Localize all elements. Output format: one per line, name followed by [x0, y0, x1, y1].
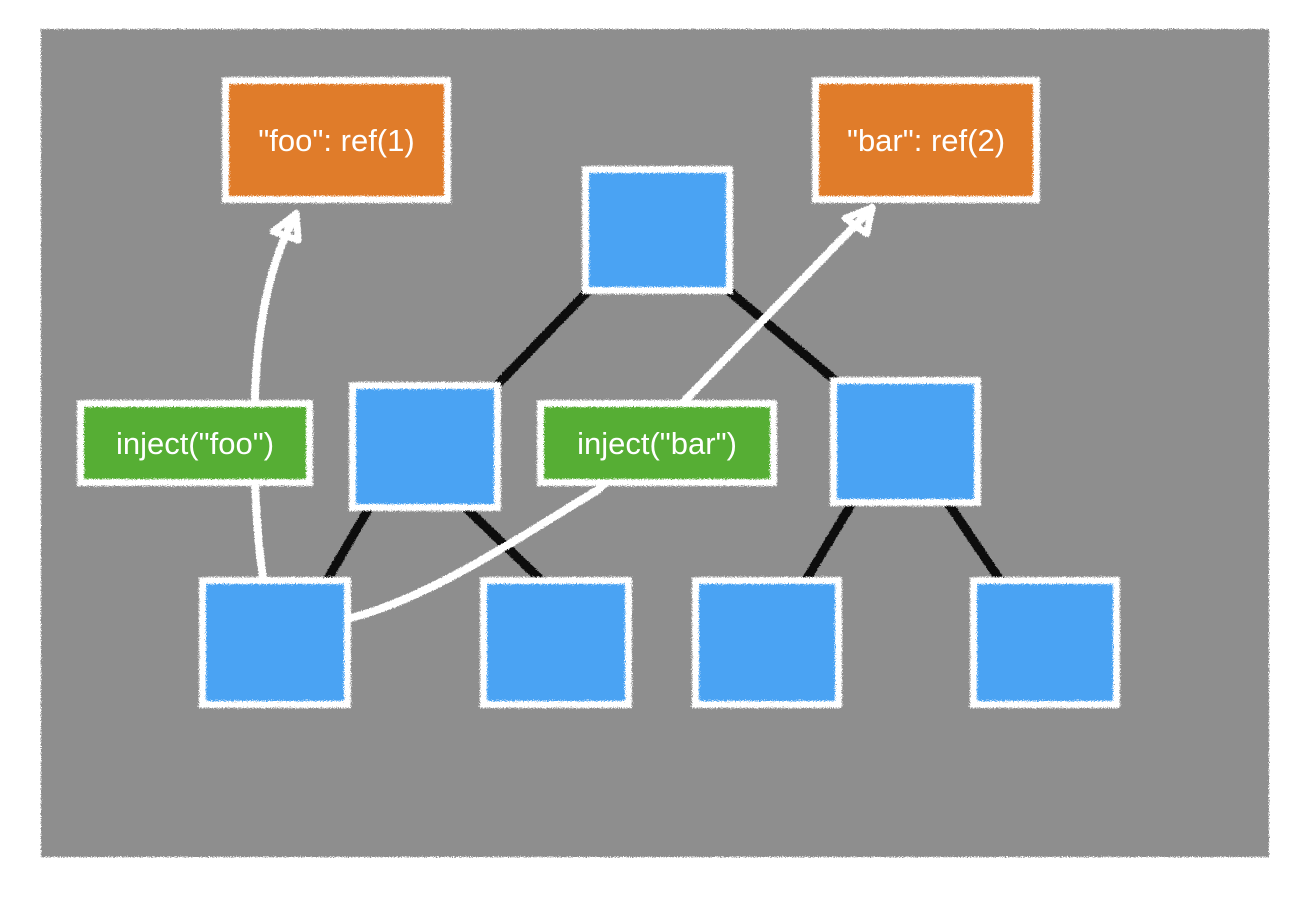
node-leaf-4[interactable] [970, 577, 1120, 708]
node-inject-bar[interactable]: inject("bar") [537, 400, 777, 486]
node-fill [588, 172, 727, 288]
node-label: inject("bar") [577, 425, 737, 461]
node-fill [205, 583, 345, 702]
node-root[interactable] [582, 166, 733, 294]
injection-arrow-foo-arrow [250, 210, 300, 589]
node-fill [543, 406, 771, 480]
node-fill [355, 388, 495, 505]
injection-arrow-group [250, 204, 876, 624]
node-leaf-3[interactable] [692, 577, 842, 708]
tree-edge [943, 498, 1005, 585]
node-provide-bar[interactable]: "bar": ref(2) [812, 77, 1040, 203]
arrowhead-bar-arrow [841, 204, 876, 238]
node-leaf-1[interactable] [199, 577, 351, 708]
node-leaf-2[interactable] [480, 577, 632, 708]
node-provide-foo[interactable]: "foo": ref(1) [222, 77, 451, 203]
tree-edge [322, 503, 374, 585]
node-fill [486, 583, 626, 702]
node-inject-foo[interactable]: inject("foo") [77, 400, 313, 486]
node-fill [818, 83, 1034, 197]
tree-edge [724, 286, 841, 386]
node-fill [836, 383, 975, 500]
arrowhead-foo-arrow [269, 210, 302, 244]
injection-arrow-bar-arrow [339, 204, 876, 624]
node-label: "bar": ref(2) [846, 122, 1006, 158]
node-label: "foo": ref(1) [258, 122, 415, 158]
node-fill [228, 83, 445, 197]
node-fill [83, 406, 307, 480]
node-label: inject("foo") [115, 425, 275, 461]
node-mid-left[interactable] [349, 382, 501, 511]
node-fill [698, 583, 836, 702]
tree-edge [491, 286, 593, 391]
tree-edge [801, 498, 857, 585]
node-fill [976, 583, 1114, 702]
node-mid-right[interactable] [830, 377, 981, 506]
